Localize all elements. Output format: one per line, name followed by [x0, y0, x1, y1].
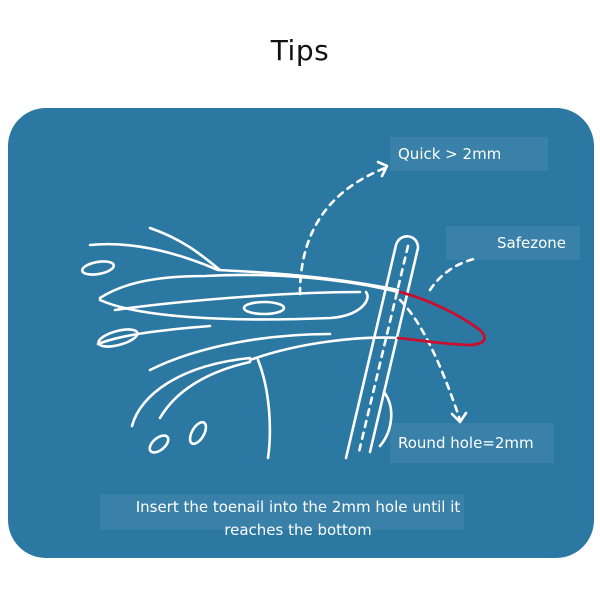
toe-lower-body: [130, 356, 252, 428]
oval-decoration: [148, 434, 170, 454]
page-title: Tips: [270, 34, 330, 67]
oval-decoration: [242, 300, 286, 316]
safezone-label: Safezone: [496, 234, 566, 252]
toe-lower-curve: [148, 332, 332, 372]
oval-decoration: [188, 420, 208, 446]
quick-arrowhead: [376, 160, 389, 178]
nail-upper-curl: [148, 226, 222, 272]
round-hole-dashed-arrow: [398, 298, 462, 422]
nail-inner-line: [113, 290, 362, 312]
quick-label-box: Quick > 2mm: [390, 137, 548, 171]
tips-card: Quick > 2mm Safezone Round hole=2mm Inse…: [8, 108, 594, 558]
instruction-line-1: Insert the toenail into the 2mm hole unt…: [135, 498, 461, 516]
clipper-blade-outline: [344, 235, 420, 460]
toe-right-leg: [256, 358, 272, 460]
round-hole-label: Round hole=2mm: [398, 434, 534, 452]
instruction-line-2: reaches the bottom: [224, 521, 372, 539]
oval-decoration: [97, 328, 139, 348]
instruction-text: Insert the toenail into the 2mm hole unt…: [68, 496, 528, 542]
toe-heel: [378, 390, 393, 448]
round-hole-arrowhead: [450, 411, 468, 424]
oval-decoration: [80, 260, 116, 276]
instruction-box: [100, 494, 464, 530]
toe-lower-inner: [158, 360, 252, 420]
quick-label: Quick > 2mm: [398, 145, 502, 163]
round-hole-label-box: Round hole=2mm: [390, 423, 554, 463]
toe-lower-outline: [248, 336, 402, 362]
safezone-red-edge: [396, 290, 486, 347]
nail-middle-body: [98, 290, 369, 321]
blade-centerline-dashed: [356, 244, 410, 458]
safezone-label-box: Safezone: [446, 226, 580, 260]
nail-upper-body: [98, 273, 400, 300]
safezone-dashed-arrow: [428, 256, 480, 292]
quick-dashed-arrow: [298, 166, 387, 296]
nail-lower-tip: [96, 324, 212, 346]
